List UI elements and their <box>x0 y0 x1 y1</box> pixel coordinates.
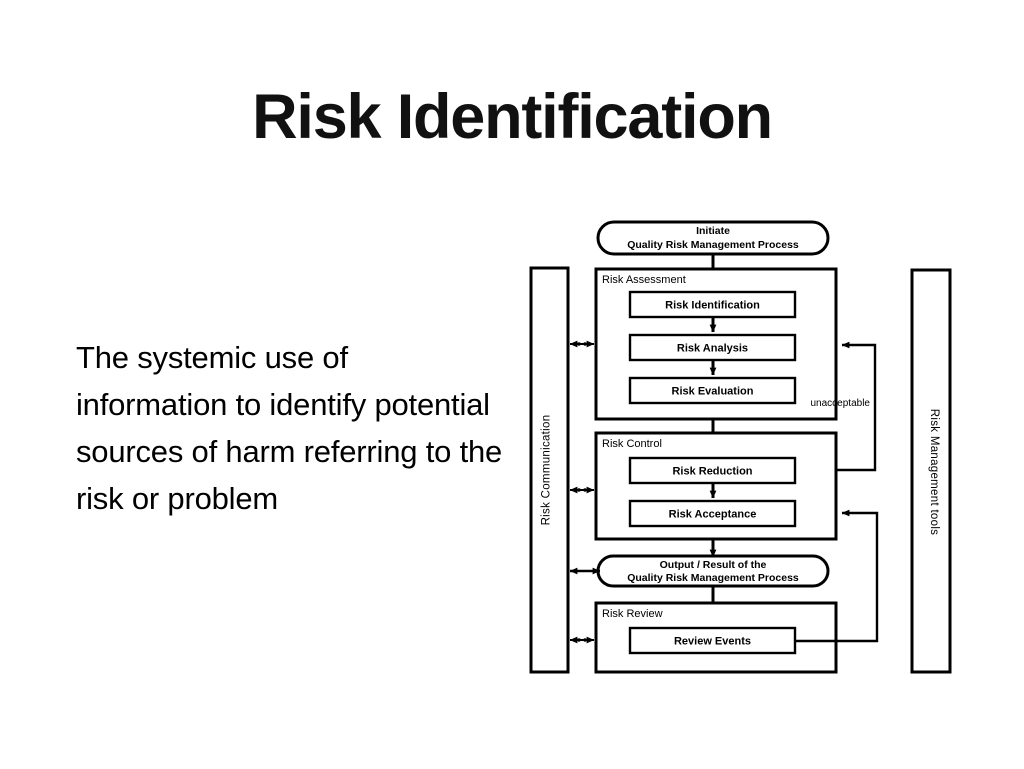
unacceptable-edge-label: unacceptable <box>811 398 871 409</box>
risk-identification-label: Risk Identification <box>665 300 760 312</box>
risk-acceptance-box: Risk Acceptance <box>628 499 797 528</box>
page-title: Risk Identification <box>252 82 773 152</box>
risk-communication-bar: Risk Communication <box>529 266 570 674</box>
initiate-node-line1: Initiate <box>696 225 730 237</box>
risk-evaluation-label: Risk Evaluation <box>672 386 754 398</box>
risk-assessment-title: Risk Assessment <box>602 274 686 286</box>
risk-evaluation-box: Risk Evaluation <box>628 376 797 405</box>
slide-body-text: The systemic use of information to ident… <box>76 340 503 516</box>
risk-assessment-group: Risk Assessment Risk Identification Risk… <box>594 267 838 421</box>
review-events-label: Review Events <box>674 636 751 648</box>
risk-acceptance-label: Risk Acceptance <box>669 509 757 521</box>
review-events-feedback-edge <box>795 509 879 643</box>
risk-review-title: Risk Review <box>602 608 663 620</box>
risk-management-tools-label: Risk Management tools <box>928 409 940 535</box>
communication-connector-review <box>569 636 595 644</box>
risk-identification-box: Risk Identification <box>628 290 797 319</box>
risk-reduction-box: Risk Reduction <box>628 456 797 485</box>
communication-connector-control <box>569 486 595 494</box>
risk-management-tools-bar: Risk Management tools <box>910 268 952 674</box>
risk-analysis-label: Risk Analysis <box>677 343 748 355</box>
risk-communication-label: Risk Communication <box>541 415 553 526</box>
output-node-line2: Quality Risk Management Process <box>627 572 799 584</box>
initiate-node: Initiate Quality Risk Management Process <box>596 220 830 256</box>
risk-control-title: Risk Control <box>602 438 662 450</box>
unacceptable-feedback-edge: unacceptable <box>811 341 877 472</box>
risk-control-group: Risk Control Risk Reduction Risk Accepta… <box>594 431 838 541</box>
risk-management-diagram: Risk Communication Risk Management tools… <box>518 200 970 696</box>
risk-review-group: Risk Review Review Events <box>594 601 838 674</box>
output-node-line1: Output / Result of the <box>660 559 767 571</box>
risk-analysis-box: Risk Analysis <box>628 333 797 362</box>
initiate-node-line2: Quality Risk Management Process <box>627 239 799 251</box>
communication-connector-assessment <box>569 340 595 348</box>
review-events-box: Review Events <box>628 626 797 655</box>
output-node: Output / Result of the Quality Risk Mana… <box>596 554 830 588</box>
risk-reduction-label: Risk Reduction <box>672 466 752 478</box>
